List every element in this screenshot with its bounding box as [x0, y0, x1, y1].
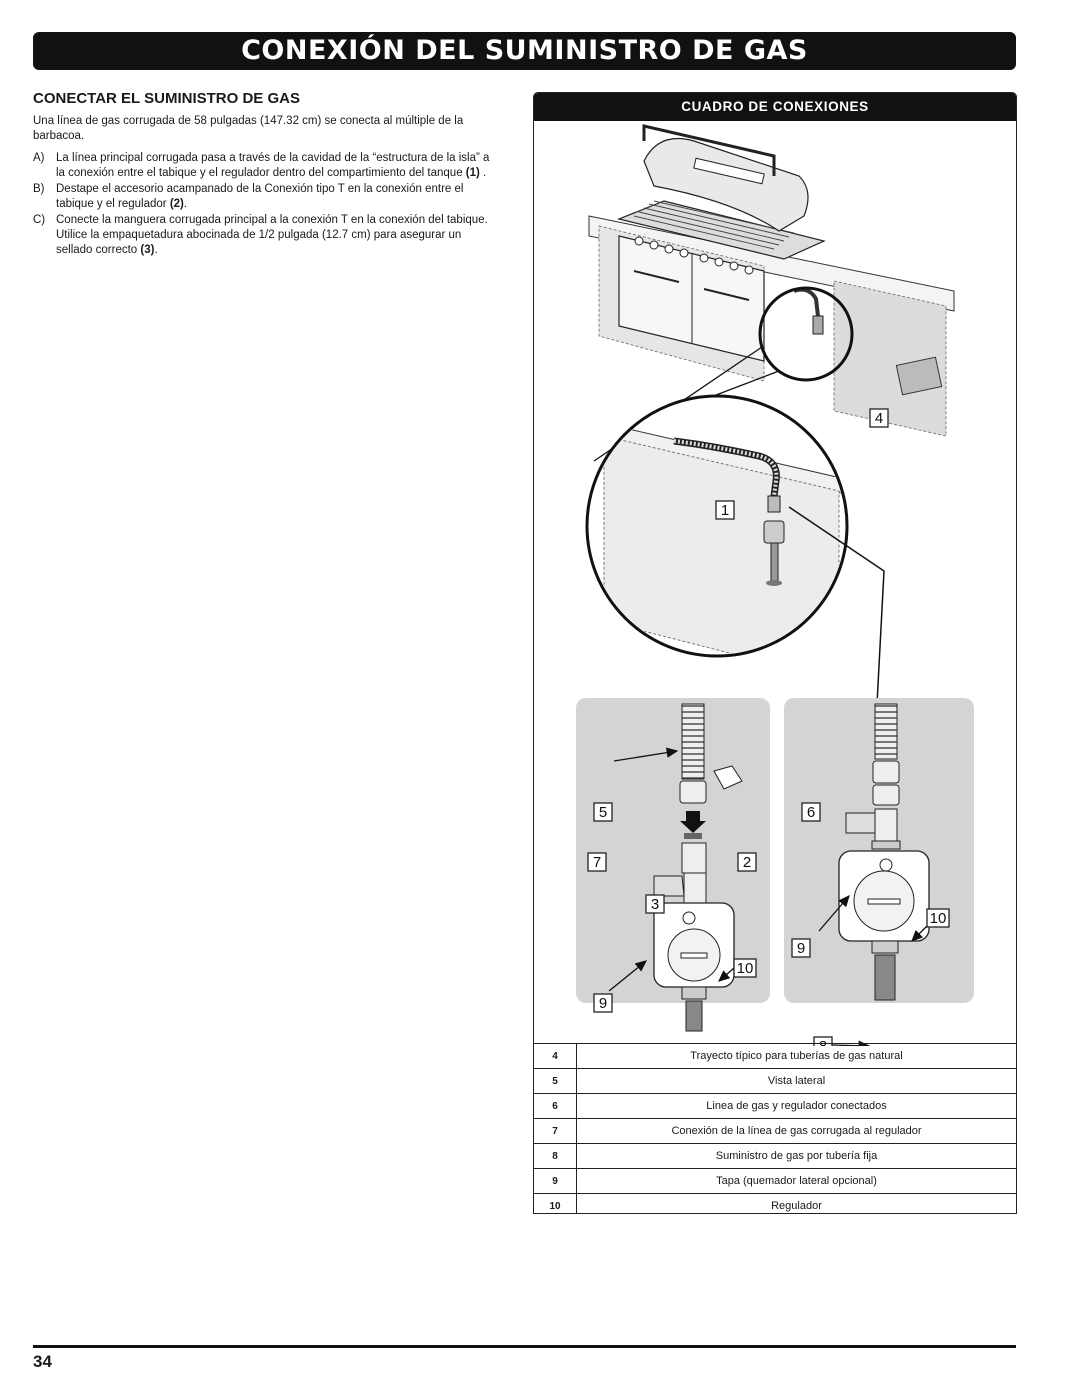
legend-desc: Conexión de la línea de gas corrugada al…: [576, 1118, 1016, 1144]
legend-num: 7: [534, 1118, 577, 1144]
callout-3: 3: [645, 894, 665, 914]
callout-9: 9: [791, 938, 811, 958]
step-text: Conecte la manguera corrugada principal …: [56, 214, 488, 256]
step-text: Destape el accesorio acampanado de la Co…: [56, 183, 464, 210]
svg-text:2: 2: [743, 854, 751, 871]
step-ref: (1): [465, 167, 480, 179]
callout-10: 10: [733, 958, 757, 978]
step-punct: .: [183, 198, 188, 210]
legend-desc: Linea de gas y regulador conectados: [576, 1093, 1016, 1119]
grill-island-illustration: [588, 124, 955, 437]
step-punct: .: [479, 167, 487, 179]
legend-desc: Tapa (quemador lateral opcional): [576, 1168, 1016, 1194]
zoom-detail: [585, 394, 849, 658]
pointer-arrow: [788, 506, 885, 763]
callout-8: 8: [813, 1036, 833, 1046]
svg-text:9: 9: [599, 995, 607, 1012]
svg-text:6: 6: [807, 804, 815, 821]
connections-panel: CUADRO DE CONEXIONES: [533, 92, 1017, 1214]
svg-text:3: 3: [651, 896, 659, 913]
svg-text:5: 5: [599, 804, 607, 821]
callout-4: 4: [869, 408, 889, 428]
legend-num: 4: [534, 1043, 577, 1069]
legend-desc: Suministro de gas por tubería fija: [576, 1143, 1016, 1169]
side-view-assembly: [653, 703, 743, 1032]
svg-text:7: 7: [593, 854, 601, 871]
page-number: 34: [33, 1352, 52, 1371]
connection-diagram: 4 1 5 6 7 2 3 10 9 8 10 9 8: [576, 124, 974, 1046]
section-heading: CONECTAR EL SUMINISTRO DE GAS: [33, 90, 300, 107]
step-letter: C): [33, 214, 46, 226]
legend-num: 5: [534, 1068, 577, 1094]
step-ref: (2): [169, 198, 184, 210]
svg-text:10: 10: [930, 910, 947, 927]
legend-desc: Regulador: [576, 1193, 1016, 1213]
callout-9: 9: [593, 993, 613, 1013]
callout-10: 10: [926, 908, 950, 928]
legend-num: 6: [534, 1093, 577, 1119]
instruction-steps: A) La línea principal corrugada pasa a t…: [33, 151, 495, 259]
panel-title: CUADRO DE CONEXIONES: [534, 93, 1016, 121]
banner-title: CONEXIÓN DEL SUMINISTRO DE GAS: [241, 35, 808, 66]
callout-7: 7: [587, 852, 607, 872]
svg-text:10: 10: [737, 960, 754, 977]
svg-text:9: 9: [797, 940, 805, 957]
step-a: A) La línea principal corrugada pasa a t…: [33, 151, 495, 181]
legend-num: 9: [534, 1168, 577, 1194]
step-punct: .: [154, 244, 158, 256]
step-letter: A): [33, 152, 45, 164]
callout-5: 5: [593, 802, 613, 822]
page-banner: CONEXIÓN DEL SUMINISTRO DE GAS: [33, 32, 1016, 70]
step-ref: (3): [140, 244, 155, 256]
svg-text:4: 4: [875, 410, 883, 427]
footer-rule: [33, 1345, 1016, 1348]
legend-desc: Vista lateral: [576, 1068, 1016, 1094]
legend-desc: Trayecto típico para tuberías de gas nat…: [576, 1043, 1016, 1069]
step-text: La línea principal corrugada pasa a trav…: [56, 152, 490, 179]
callout-2: 2: [737, 852, 757, 872]
zoom-circle-small: [758, 286, 854, 382]
legend-num: 8: [534, 1143, 577, 1169]
step-b: B) Destape el accesorio acampanado de la…: [33, 182, 495, 212]
step-letter: B): [33, 183, 45, 195]
intro-paragraph: Una línea de gas corrugada de 58 pulgada…: [33, 115, 464, 142]
legend-num: 10: [534, 1193, 577, 1213]
connected-assembly: [838, 703, 930, 1001]
callout-1: 1: [715, 500, 735, 520]
svg-text:1: 1: [721, 502, 729, 519]
svg-text:8: 8: [819, 1038, 827, 1046]
callout-6: 6: [801, 802, 821, 822]
step-c: C) Conecte la manguera corrugada princip…: [33, 213, 495, 258]
